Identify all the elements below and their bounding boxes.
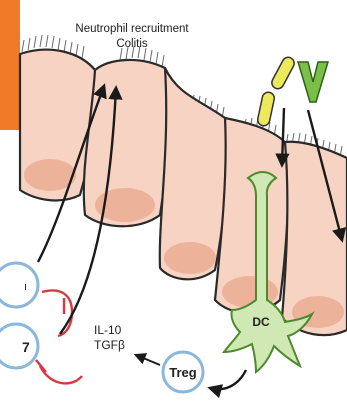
microbes [257,55,328,127]
left-cell-bottom [0,324,38,368]
accent-bar [0,0,20,130]
cytokine-tgfb: TGFβ [94,338,125,352]
epithelium [20,50,347,335]
green-v-microbe [298,62,328,102]
left-cell-top-label: ı [24,281,27,293]
inhibition-arrows [36,290,82,383]
yellow-bacterium-rod-1 [270,55,297,91]
title-neutrophil-recruitment: Neutrophil recruitment [75,23,189,35]
treg-label: Treg [169,365,197,380]
left-cell-top [0,263,38,307]
dc-label: DC [252,315,270,329]
arrow-dc-to-treg [210,370,246,389]
yellow-bacterium-rod-2 [257,91,276,127]
left-cell-bottom-label: 7 [22,339,30,355]
title-colitis: Colitis [116,38,148,50]
cytokine-il10: IL-10 [94,323,122,337]
arrow-treg-to-cytokines [136,355,160,365]
